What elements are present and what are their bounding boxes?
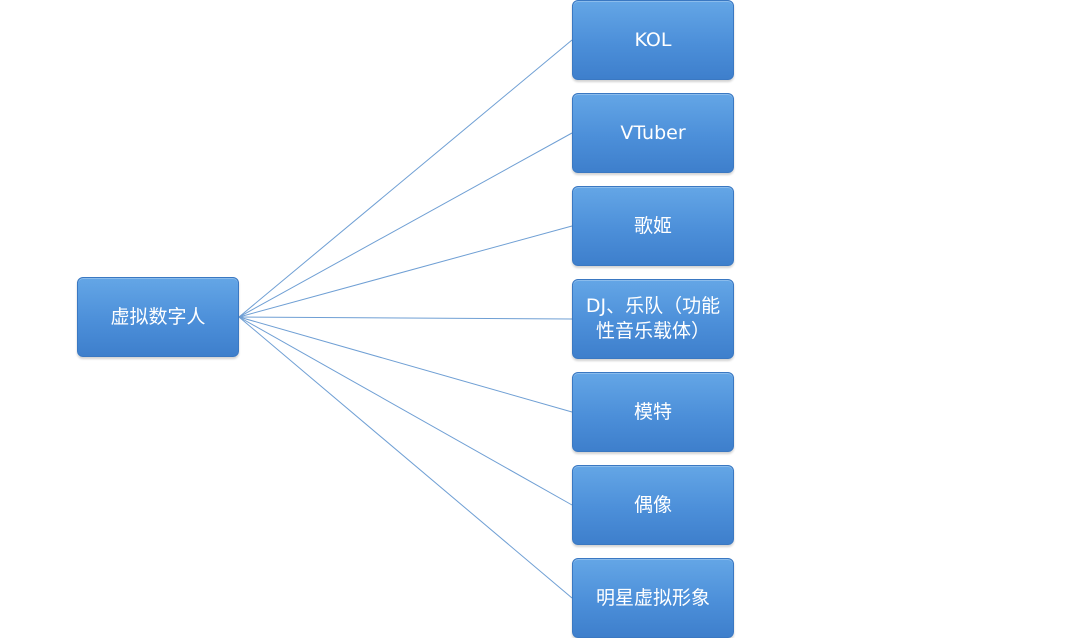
- root-node-virtual-digital-human[interactable]: 虚拟数字人: [77, 277, 239, 357]
- connector-line-4: [238, 316, 573, 413]
- child-node-label: 歌姬: [633, 214, 672, 237]
- child-node-label: KOL: [634, 28, 672, 51]
- child-node-vtuber[interactable]: VTuber: [572, 93, 734, 173]
- child-node-model[interactable]: 模特: [572, 372, 734, 452]
- connector-line-0: [238, 39, 573, 318]
- child-node-celebrity-avatar[interactable]: 明星虚拟形象: [572, 558, 734, 638]
- child-node-diva[interactable]: 歌姬: [572, 186, 734, 266]
- child-node-kol[interactable]: KOL: [572, 0, 734, 80]
- child-node-label: DJ、乐队（功能 性音乐载体）: [585, 295, 721, 342]
- child-node-dj-band[interactable]: DJ、乐队（功能 性音乐载体）: [572, 279, 734, 359]
- child-node-idol[interactable]: 偶像: [572, 465, 734, 545]
- child-node-label: VTuber: [620, 121, 686, 144]
- connector-line-6: [238, 316, 573, 599]
- child-node-label: 偶像: [633, 493, 672, 516]
- connector-line-3: [238, 316, 573, 320]
- root-node-label: 虚拟数字人: [110, 305, 206, 328]
- child-node-label: 模特: [633, 400, 672, 423]
- connector-line-1: [238, 132, 573, 318]
- connector-line-2: [238, 225, 573, 318]
- connector-line-5: [238, 316, 573, 506]
- child-node-label: 明星虚拟形象: [595, 586, 710, 609]
